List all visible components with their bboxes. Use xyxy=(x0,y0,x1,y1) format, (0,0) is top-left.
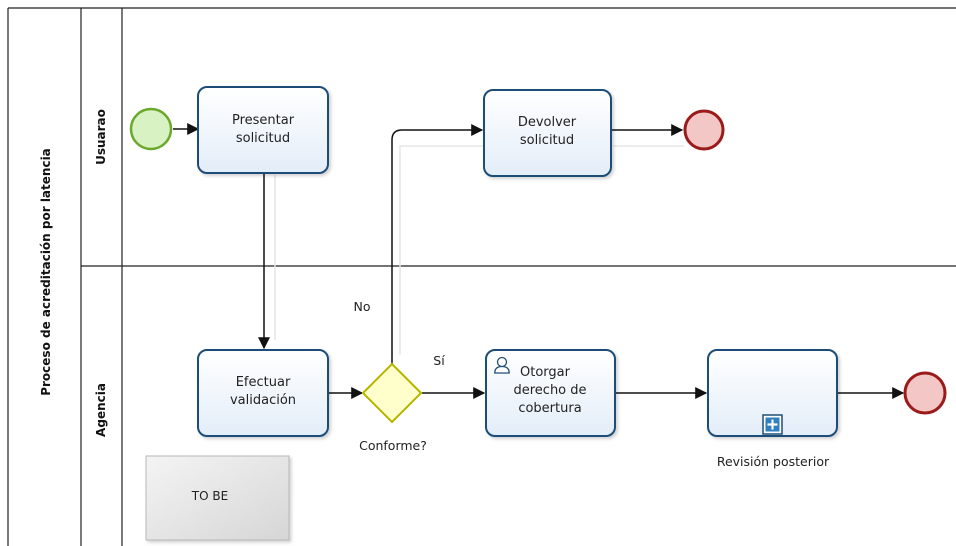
flow-shadows xyxy=(274,145,684,355)
end-event-final[interactable] xyxy=(903,371,947,415)
task-otorgar-derecho[interactable]: Otorgar derecho de cobertura xyxy=(485,349,616,437)
task-presentar-line2: solicitud xyxy=(236,131,290,146)
flow-label-si: Sí xyxy=(433,353,445,368)
subprocess-label: Revisión posterior xyxy=(717,454,830,469)
pool-title: Proceso de acreditación por latencia xyxy=(39,148,53,396)
lane-label-usuario: Usuarao xyxy=(94,109,108,165)
task-presentar-line1: Presentar xyxy=(232,113,295,128)
task-devolver-line2: solicitud xyxy=(520,133,574,148)
user-icon xyxy=(494,356,510,374)
gateway-conforme[interactable] xyxy=(361,362,423,424)
gateway-label: Conforme? xyxy=(359,438,427,453)
task-otorgar-line2: derecho de xyxy=(513,383,586,398)
pool: Proceso de acreditación por latencia Usu… xyxy=(7,7,956,546)
note-text: TO BE xyxy=(191,489,228,503)
end-event-devolver[interactable] xyxy=(683,109,725,151)
task-otorgar-line1: Otorgar xyxy=(520,365,571,380)
start-event[interactable] xyxy=(129,107,173,151)
subprocess-revision-posterior[interactable] xyxy=(707,349,838,437)
task-efectuar-validacion[interactable]: Efectuar validación xyxy=(197,349,329,437)
task-devolver-solicitud[interactable]: Devolver solicitud xyxy=(483,89,612,177)
task-efectuar-line1: Efectuar xyxy=(236,375,291,390)
sequence-flows xyxy=(173,123,905,399)
note-to-be[interactable]: TO BE xyxy=(145,455,290,541)
flow-no xyxy=(391,124,484,372)
task-devolver-line1: Devolver xyxy=(518,115,577,130)
lane-label-agencia: Agencia xyxy=(94,383,108,437)
flow-label-no: No xyxy=(354,299,371,314)
plus-square-icon[interactable] xyxy=(762,414,783,435)
task-otorgar-line3: cobertura xyxy=(518,401,581,416)
task-efectuar-line2: validación xyxy=(230,393,296,408)
task-presentar-solicitud[interactable]: Presentar solicitud xyxy=(197,86,329,174)
